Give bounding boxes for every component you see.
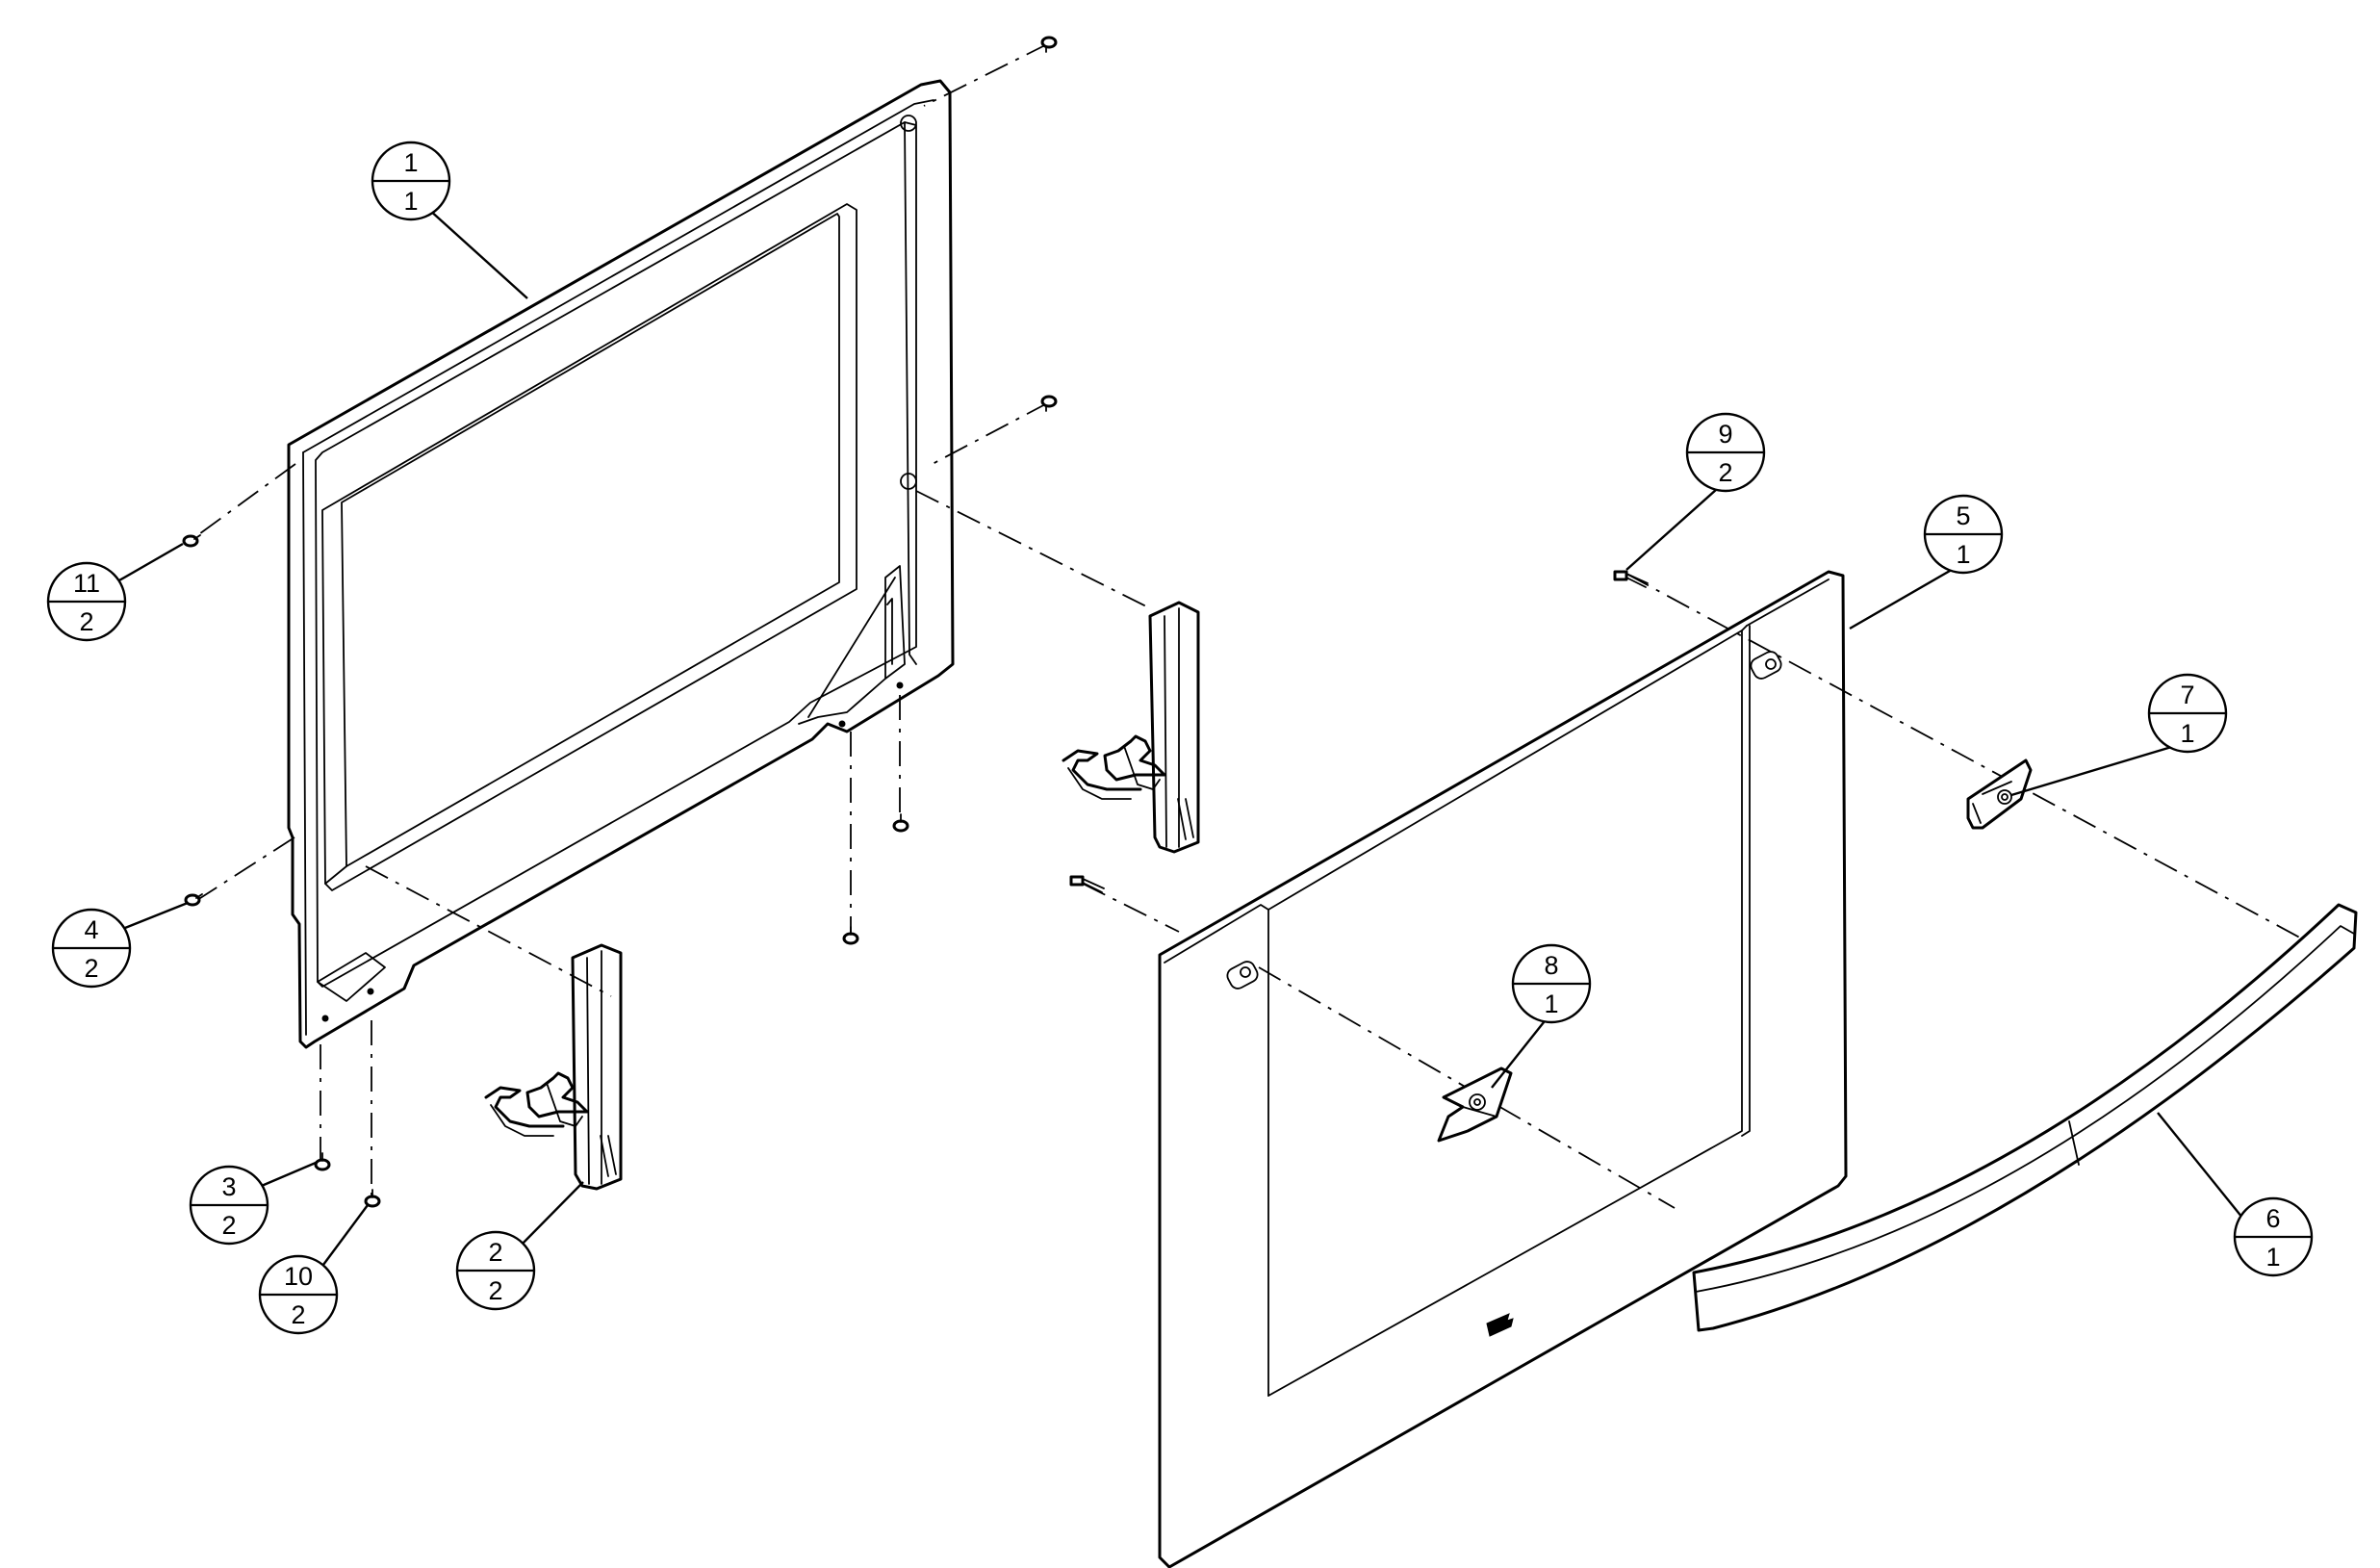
inner-door-frame xyxy=(287,79,955,1049)
fasteners xyxy=(182,36,1649,1208)
balloon-item-number: 9 xyxy=(1718,420,1732,449)
balloon-item-number: 1 xyxy=(403,148,418,177)
screw-bottom-a xyxy=(314,1152,331,1171)
balloon-item-6: 61 xyxy=(2233,1196,2314,1277)
balloon-quantity: 2 xyxy=(1718,458,1732,487)
balloon-item-number: 2 xyxy=(488,1238,502,1267)
balloon-item-number: 5 xyxy=(1956,501,1970,530)
bracket-item-7 xyxy=(1966,758,2033,830)
balloon-item-number: 7 xyxy=(2180,681,2194,709)
screw-left-upper xyxy=(182,534,201,548)
screw-mid-a xyxy=(842,926,859,945)
balloon-quantity: 2 xyxy=(221,1211,236,1240)
balloon-quantity: 2 xyxy=(84,954,98,983)
balloon-item-number: 4 xyxy=(84,915,98,944)
outer-glass-panel xyxy=(1158,570,1848,1568)
hinge-lower xyxy=(484,943,623,1191)
screw-bottom-b xyxy=(364,1189,381,1208)
screw-glass-left xyxy=(1069,875,1105,893)
centerlines xyxy=(192,42,2320,1209)
screw-glass-top xyxy=(1613,570,1649,588)
balloon-quantity: 1 xyxy=(2180,719,2194,748)
balloon-item-11: 112 xyxy=(46,561,127,642)
balloon-item-1: 11 xyxy=(371,141,451,221)
screw-top-right xyxy=(1040,36,1058,53)
balloon-item-number: 8 xyxy=(1544,951,1558,980)
balloon-quantity: 1 xyxy=(403,187,418,216)
screw-left-lower xyxy=(184,893,203,907)
balloon-item-number: 10 xyxy=(284,1262,313,1291)
balloon-quantity: 2 xyxy=(291,1300,305,1329)
balloon-quantity: 1 xyxy=(1956,540,1970,569)
balloon-item-2: 22 xyxy=(455,1230,536,1311)
balloon-item-5: 51 xyxy=(1923,494,2004,575)
hinge-upper xyxy=(1062,601,1200,854)
balloon-item-number: 11 xyxy=(73,569,100,598)
door-handle xyxy=(1692,903,2358,1332)
balloon-quantity: 1 xyxy=(1544,990,1558,1018)
screw-mid-b xyxy=(892,813,909,833)
balloon-item-3: 32 xyxy=(189,1165,269,1246)
screw-mid-right xyxy=(1040,395,1058,412)
leader-lines xyxy=(105,208,2243,1273)
balloon-item-8: 81 xyxy=(1511,943,1592,1024)
balloon-item-7: 71 xyxy=(2147,673,2228,754)
balloon-item-10: 102 xyxy=(258,1254,339,1335)
balloon-item-number: 6 xyxy=(2265,1204,2280,1233)
balloon-quantity: 2 xyxy=(488,1276,502,1305)
balloon-item-number: 3 xyxy=(221,1172,236,1201)
bracket-item-8 xyxy=(1437,1067,1513,1143)
balloon-item-9: 92 xyxy=(1685,412,1766,493)
balloon-item-4: 42 xyxy=(51,908,132,989)
balloon-quantity: 2 xyxy=(79,607,93,636)
balloon-quantity: 1 xyxy=(2265,1243,2280,1272)
